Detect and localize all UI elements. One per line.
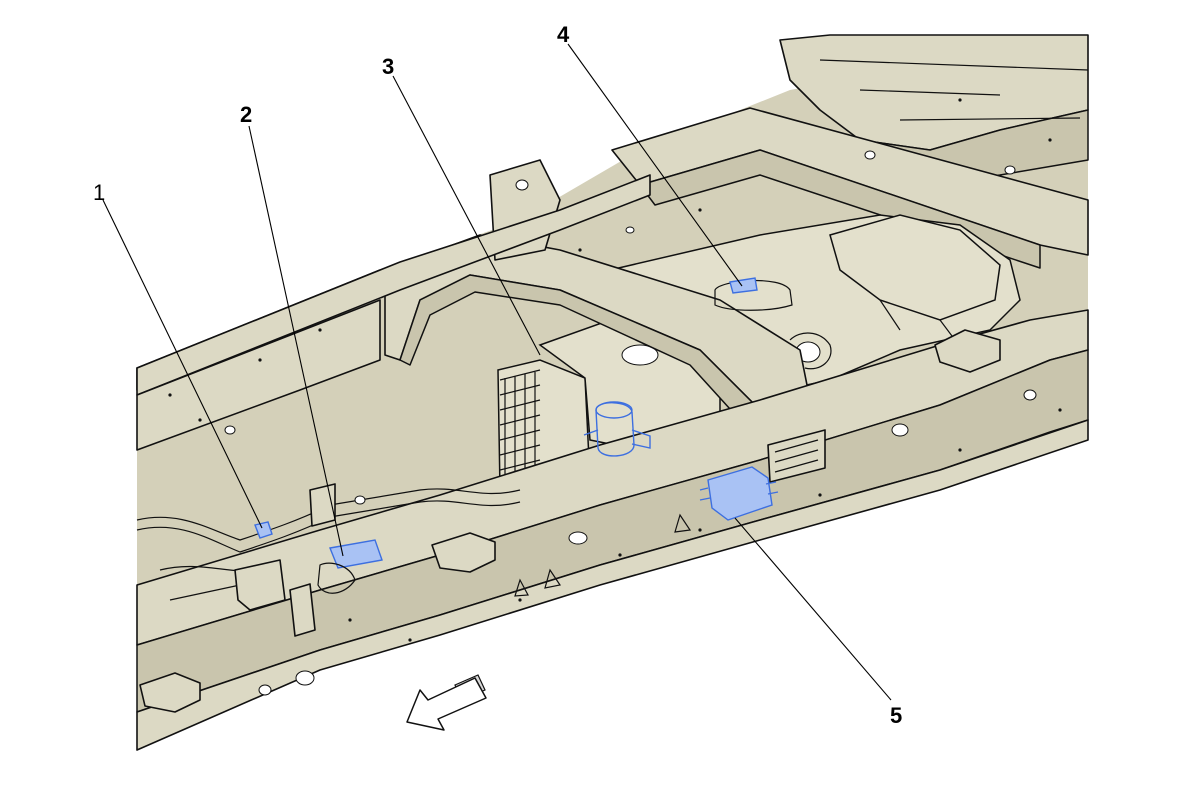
leader-3 [392,75,541,356]
frame-illustration [136,34,1089,751]
component-5-module [699,466,779,521]
front-direction-arrow-icon [406,674,487,731]
component-4-sender [714,277,793,311]
rail-label-plate [767,429,826,483]
rail-holes [224,150,1037,696]
leader-5 [734,517,892,701]
callout-5: 5 [890,703,902,728]
callout-1: 1 [93,180,105,205]
leader-lines [102,43,892,701]
callout-2: 2 [240,102,252,127]
component-2-module [317,539,383,594]
highlighted-components [254,277,793,594]
leader-1 [102,199,263,529]
canister-grid [499,369,541,494]
leader-2 [248,125,344,557]
callout-3: 3 [382,54,394,79]
component-1-connector [254,521,273,539]
component-3-valve [583,401,651,457]
rail-rivets [168,98,1062,642]
callout-4: 4 [557,22,570,47]
leader-4 [567,43,743,287]
callout-labels: 1 2 3 4 5 [93,22,902,728]
